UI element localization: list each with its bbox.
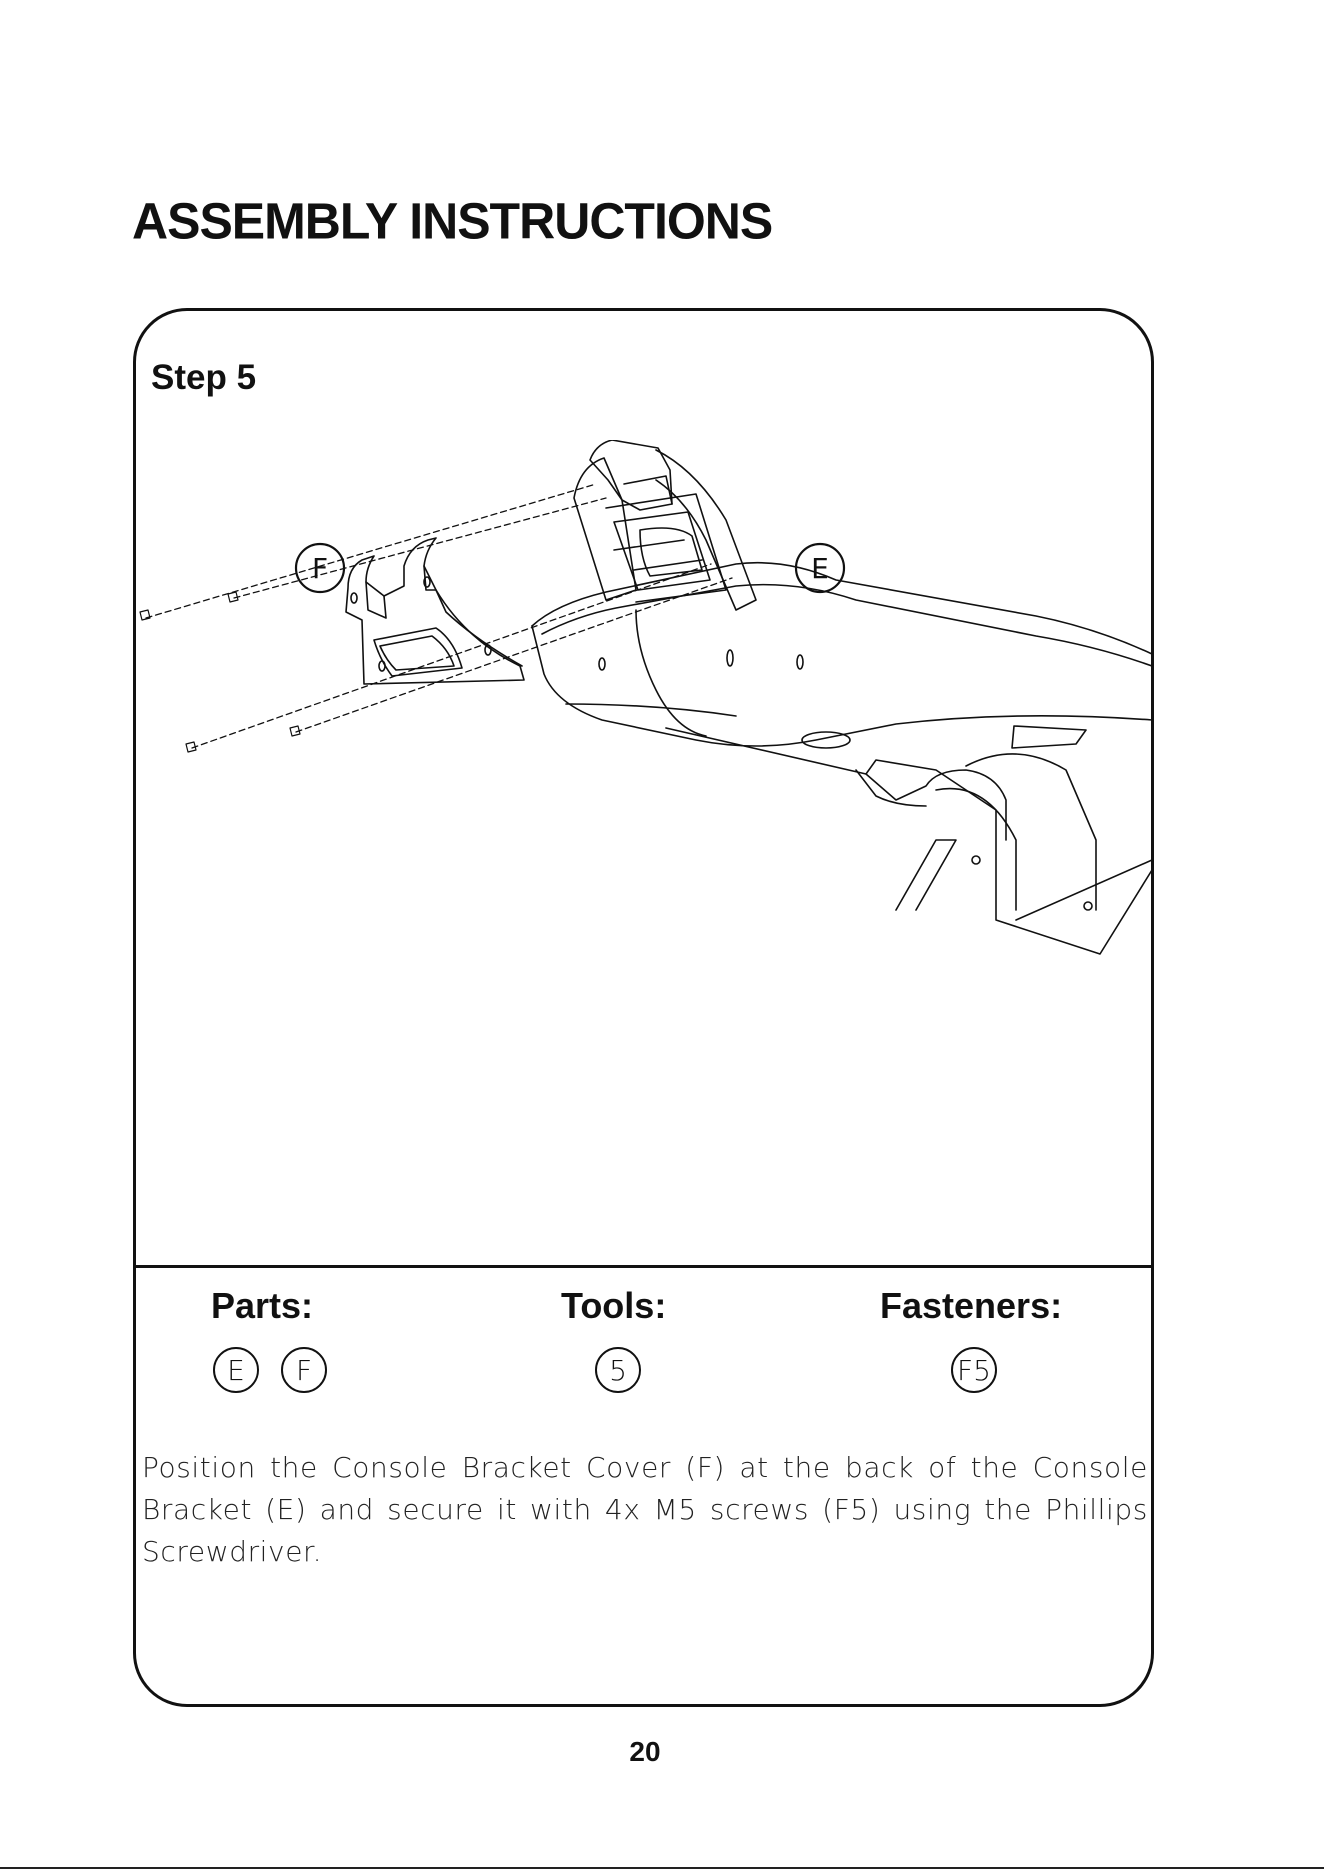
fastener-badge-f5: F5 <box>951 1347 997 1393</box>
assembly-illustration: F E <box>136 440 1152 1100</box>
callout-e-label: E <box>811 552 829 585</box>
callout-f-icon: F <box>296 544 344 592</box>
base-frame <box>532 563 1152 954</box>
parts-heading: Parts: <box>211 1288 313 1324</box>
part-badge-e: E <box>213 1347 259 1393</box>
fasteners-heading: Fasteners: <box>880 1288 1062 1324</box>
callout-f-label: F <box>312 552 328 585</box>
page-number: 20 <box>0 1736 1290 1768</box>
page-title: ASSEMBLY INSTRUCTIONS <box>132 196 772 247</box>
step-label: Step 5 <box>151 360 256 395</box>
bracket-cover-f <box>346 538 524 684</box>
console-bracket-e <box>574 440 756 610</box>
section-divider <box>136 1265 1151 1268</box>
bottom-rule <box>0 1867 1324 1869</box>
part-badge-f: F <box>281 1347 327 1393</box>
step-description: Position the Console Bracket Cover (F) a… <box>142 1447 1148 1573</box>
screw-icon <box>140 592 300 752</box>
tools-heading: Tools: <box>561 1288 666 1324</box>
screw-alignment-lines <box>146 484 732 748</box>
tool-badge-5: 5 <box>595 1347 641 1393</box>
